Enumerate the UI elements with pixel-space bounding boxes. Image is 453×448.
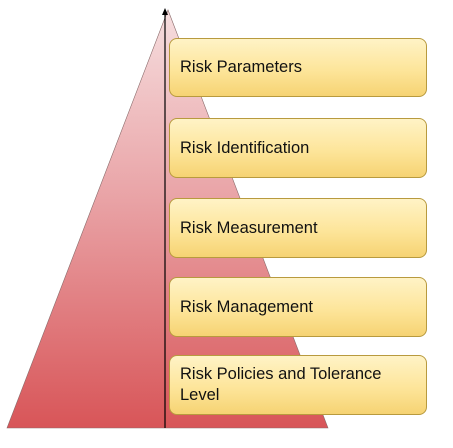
level-box-risk-management: Risk Management — [169, 277, 427, 337]
level-box-risk-measurement: Risk Measurement — [169, 198, 427, 258]
level-label: Risk Management — [180, 297, 313, 316]
level-box-risk-parameters: Risk Parameters — [169, 38, 427, 97]
level-label: Risk Policies and Tolerance Level — [180, 365, 382, 404]
level-box-risk-identification: Risk Identification — [169, 118, 427, 178]
level-label: Risk Measurement — [180, 218, 318, 237]
axis-arrow-icon — [162, 8, 168, 15]
level-box-risk-policies: Risk Policies and Tolerance Level — [169, 355, 427, 415]
level-label: Risk Identification — [180, 138, 310, 157]
level-label: Risk Parameters — [180, 58, 302, 76]
